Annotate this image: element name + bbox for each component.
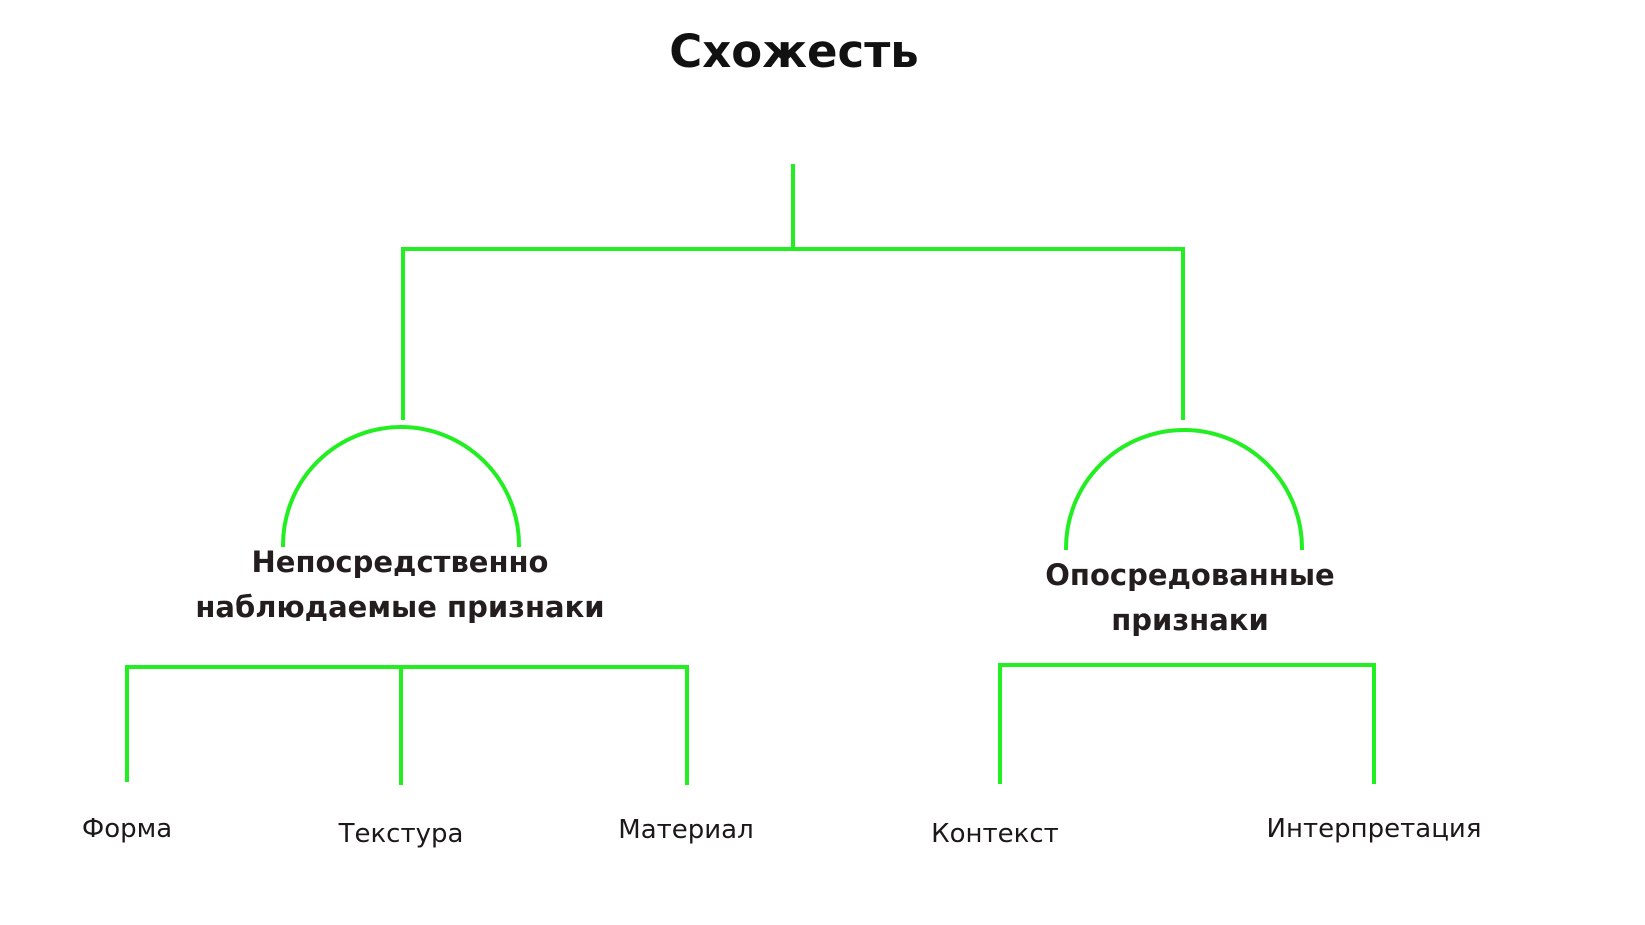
leaf-context: Контекст <box>931 819 1059 849</box>
leaf-texture: Текстура <box>338 819 464 849</box>
branch-label-line: признаки <box>1111 603 1269 637</box>
branch-label-line: Непосредственно <box>251 545 549 579</box>
left-branch-arc <box>280 425 522 548</box>
right-branch-arc <box>1063 428 1305 551</box>
branch-label-observable: Непосредственно наблюдаемые признаки <box>150 540 650 630</box>
branch-label-line: Опосредованные <box>1045 558 1335 592</box>
leaf-form: Форма <box>81 814 173 844</box>
branch-label-mediated: Опосредованные признаки <box>940 553 1440 643</box>
leaf-material: Материал <box>618 815 754 845</box>
leaf-interpretation: Интерпретация <box>1266 814 1482 844</box>
branch-label-line: наблюдаемые признаки <box>195 590 605 624</box>
diagram-title: Схожесть <box>669 25 919 78</box>
